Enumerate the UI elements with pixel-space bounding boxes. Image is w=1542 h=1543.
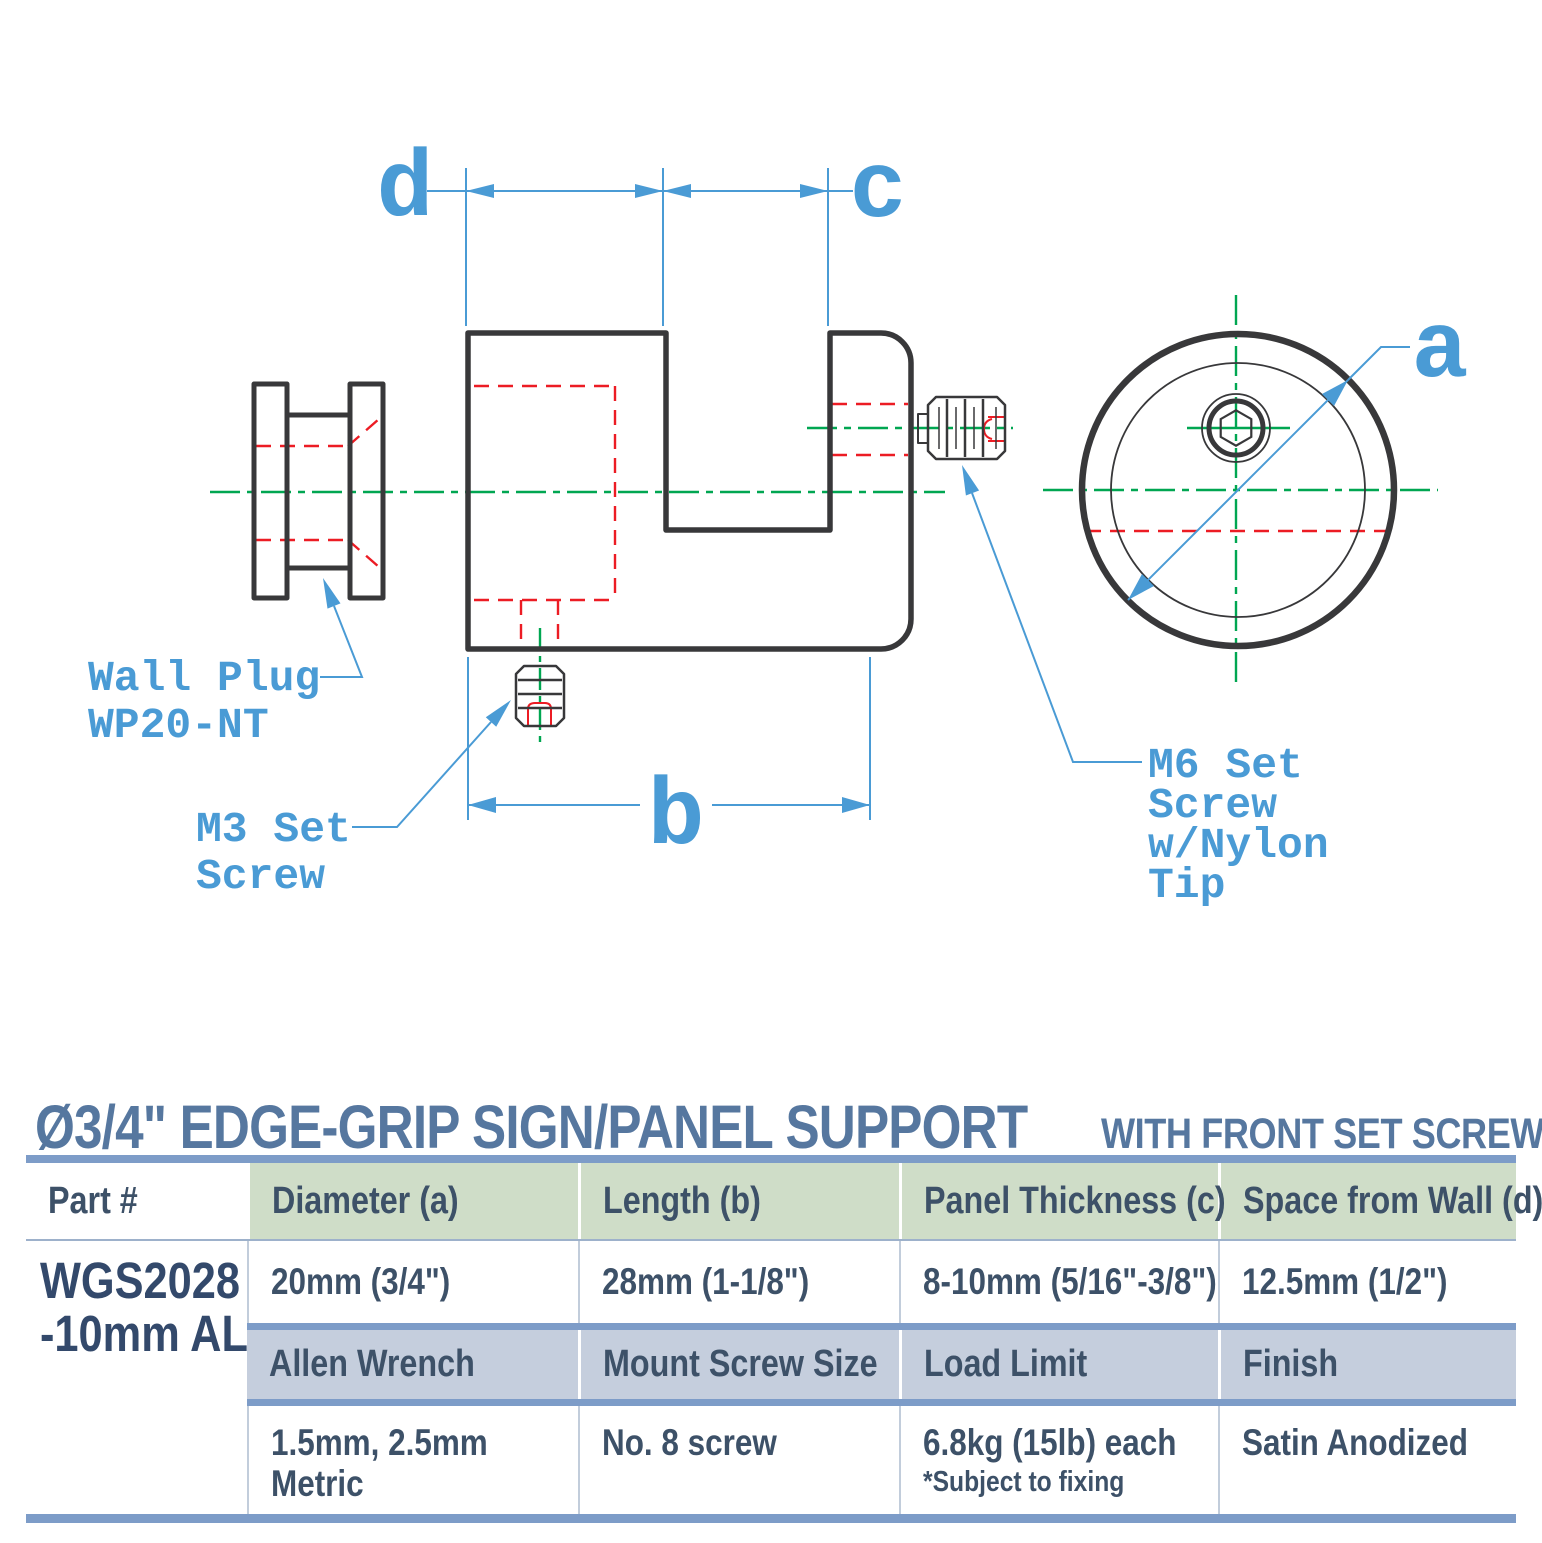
hex-socket-icon xyxy=(1219,409,1253,447)
m3-set-screw-drawing xyxy=(514,664,566,728)
table-detail-row: 1.5mm, 2.5mm Metric No. 8 screw 6.8kg (1… xyxy=(26,1406,1516,1514)
m6-set-screw-drawing xyxy=(917,395,1007,461)
subheader-label: Load Limit xyxy=(924,1343,1088,1385)
mount-screw-value-cell: No. 8 screw xyxy=(578,1406,899,1514)
hidden-lines xyxy=(256,384,1390,648)
subheader-finish: Finish xyxy=(1218,1330,1516,1399)
callout-arrows xyxy=(323,465,980,727)
length-value-cell: 28mm (1-1/8") xyxy=(578,1241,899,1323)
m3-screw-label-line1: M3 Set xyxy=(196,805,351,854)
part-number-line2: -10mm AL xyxy=(40,1304,248,1362)
m6-screw-label-line2: Screw xyxy=(1148,781,1277,830)
col-header-label: Diameter (a) xyxy=(272,1179,459,1222)
part-number: WGS2028 -10mm AL xyxy=(40,1251,285,1362)
table-top-bar xyxy=(26,1155,1516,1163)
allen-wrench-value-line1: 1.5mm, 2.5mm xyxy=(271,1422,488,1463)
panel-thickness-value: 8-10mm (5/16"-3/8") xyxy=(923,1261,1217,1302)
allen-wrench-value-cell: 1.5mm, 2.5mm Metric xyxy=(247,1406,578,1514)
subheader-mount-screw-size: Mount Screw Size xyxy=(578,1330,899,1399)
table-bottom-bar xyxy=(26,1514,1516,1523)
wall-plug-label-line1: Wall Plug xyxy=(88,654,320,703)
subheader-label: Finish xyxy=(1243,1343,1339,1385)
col-header-label: Space from Wall (d) xyxy=(1243,1179,1542,1222)
col-header-length: Length (b) xyxy=(578,1163,899,1239)
dim-label-b: b xyxy=(647,764,704,872)
col-header-label: Panel Thickness (c) xyxy=(924,1179,1226,1222)
dimension-arrows xyxy=(466,184,1348,813)
load-limit-value-cell: 6.8kg (15lb) each *Subject to fixing xyxy=(899,1406,1218,1514)
clamp-body-drawing xyxy=(465,330,914,652)
diameter-value-cell: 20mm (3/4") xyxy=(247,1241,578,1323)
space-from-wall-value: 12.5mm (1/2") xyxy=(1242,1261,1448,1302)
col-header-part-number: Part # xyxy=(26,1163,247,1239)
part-number-spacer-cell2 xyxy=(26,1406,247,1514)
table-header-separator xyxy=(26,1239,1516,1241)
finish-value: Satin Anodized xyxy=(1242,1422,1468,1463)
table-mid-bar-upper xyxy=(247,1323,1516,1330)
load-limit-value: 6.8kg (15lb) each xyxy=(923,1422,1177,1463)
callout-leaders xyxy=(320,492,1142,828)
dim-label-c: c xyxy=(849,137,906,245)
spec-table: Part # Diameter (a) Length (b) Panel Thi… xyxy=(26,1155,1542,1523)
dim-label-a: a xyxy=(1411,297,1468,405)
product-title-suffix: WITH FRONT SET SCREW xyxy=(1101,1110,1542,1158)
dim-label-d: d xyxy=(376,136,433,244)
technical-drawing: d c b a Wall Plug WP20-NT M3 Set Screw M… xyxy=(88,136,1469,910)
table-header-row: Part # Diameter (a) Length (b) Panel Thi… xyxy=(26,1163,1542,1239)
m6-screw-label-line4: Tip xyxy=(1148,861,1225,910)
col-header-diameter: Diameter (a) xyxy=(247,1163,578,1239)
finish-value-cell: Satin Anodized xyxy=(1218,1406,1516,1514)
front-view-drawing xyxy=(1078,330,1398,650)
hidden-lines-solid xyxy=(527,416,1004,726)
col-header-label: Part # xyxy=(48,1179,138,1222)
m6-screw-label-line1: M6 Set xyxy=(1148,741,1303,790)
length-value: 28mm (1-1/8") xyxy=(602,1261,810,1302)
col-header-panel-thickness: Panel Thickness (c) xyxy=(899,1163,1226,1239)
table-subheader-row: Allen Wrench Mount Screw Size Load Limit… xyxy=(247,1330,1516,1399)
subheader-label: Allen Wrench xyxy=(269,1343,475,1385)
space-from-wall-value-cell: 12.5mm (1/2") xyxy=(1218,1241,1516,1323)
wall-plug-drawing xyxy=(251,381,386,601)
col-header-space-from-wall: Space from Wall (d) xyxy=(1218,1163,1542,1239)
col-header-label: Length (b) xyxy=(603,1179,761,1222)
mount-screw-value: No. 8 screw xyxy=(602,1422,777,1463)
load-limit-note: *Subject to fixing xyxy=(923,1466,1125,1498)
part-number-spacer-cell xyxy=(26,1241,247,1323)
subheader-allen-wrench: Allen Wrench xyxy=(247,1330,578,1399)
centerlines xyxy=(210,295,1438,742)
dimension-lines xyxy=(427,168,1410,820)
allen-wrench-value-line2: Metric xyxy=(271,1463,364,1505)
panel-thickness-value-cell: 8-10mm (5/16"-3/8") xyxy=(899,1241,1218,1323)
subheader-label: Mount Screw Size xyxy=(603,1343,878,1385)
table-mid-bar-lower xyxy=(247,1399,1516,1406)
product-title: Ø3/4" EDGE-GRIP SIGN/PANEL SUPPORT WITH … xyxy=(35,1092,1542,1162)
wall-plug-label-line2: WP20-NT xyxy=(88,701,269,750)
m3-screw-label-line2: Screw xyxy=(196,852,325,901)
subheader-load-limit: Load Limit xyxy=(899,1330,1218,1399)
product-title-main: Ø3/4" EDGE-GRIP SIGN/PANEL SUPPORT xyxy=(35,1093,1028,1161)
m6-screw-label-line3: w/Nylon xyxy=(1148,821,1329,870)
diameter-value: 20mm (3/4") xyxy=(271,1261,451,1302)
table-dimension-row: 20mm (3/4") 28mm (1-1/8") 8-10mm (5/16"-… xyxy=(26,1241,1516,1323)
part-number-line1: WGS2028 xyxy=(40,1252,240,1309)
